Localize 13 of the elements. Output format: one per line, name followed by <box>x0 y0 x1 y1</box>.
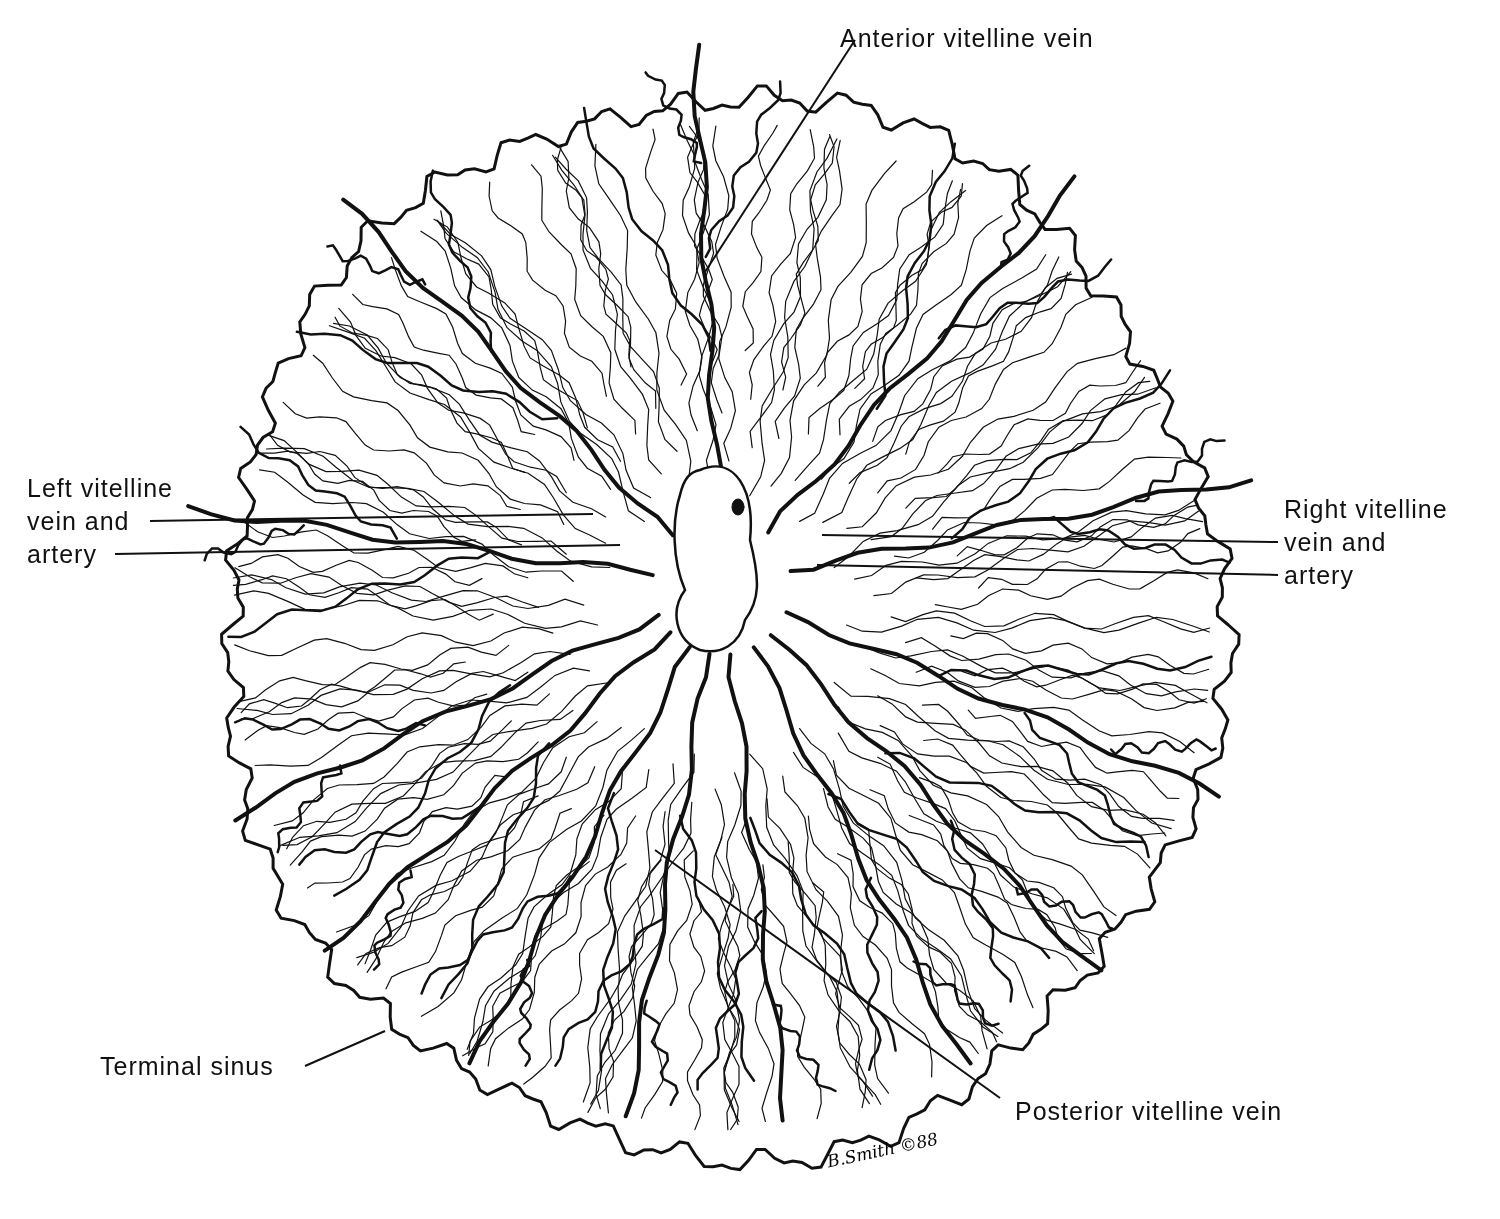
leader-line <box>654 849 1001 1099</box>
leader-line <box>149 513 594 522</box>
signature-text: B.Smith ©88 <box>825 1128 940 1172</box>
leader-line <box>114 544 621 555</box>
leader-line <box>816 564 1279 576</box>
label-text: Posterior vitelline vein <box>1015 1095 1283 1128</box>
label-text: Terminal sinus <box>100 1050 274 1083</box>
label-text: Left vitelline vein and artery <box>27 472 207 571</box>
label-text: Right vitelline vein and artery <box>1284 493 1464 592</box>
leader-line <box>304 1030 386 1067</box>
leader-line <box>704 39 856 273</box>
label-text: Anterior vitelline vein <box>840 22 1094 55</box>
leader-line <box>821 534 1279 543</box>
